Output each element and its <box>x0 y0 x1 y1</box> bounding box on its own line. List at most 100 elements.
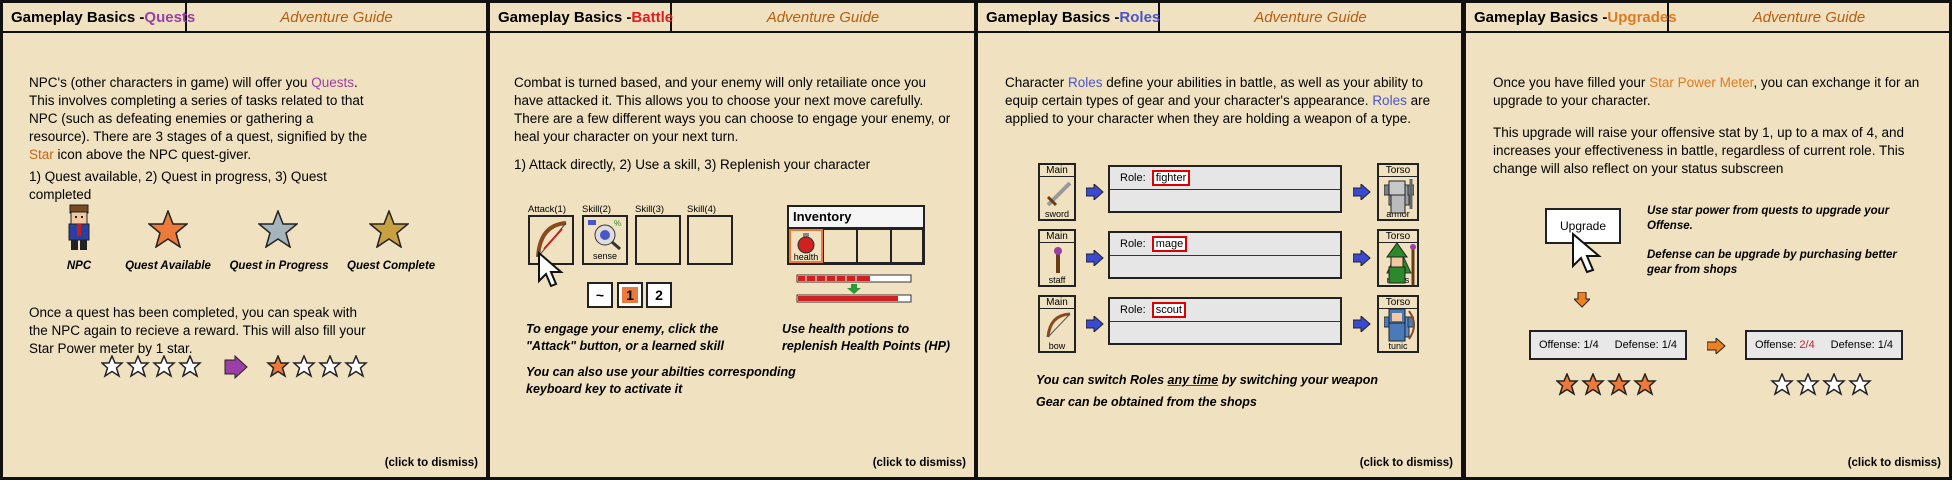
title-topic: Roles <box>1119 8 1161 26</box>
quest-reward-text: Once a quest has been completed, you can… <box>29 305 366 356</box>
skill-label: Skill(4) <box>687 204 717 215</box>
upgrade-button[interactable]: Upgrade <box>1545 208 1621 244</box>
panel-title: Gameplay Basics - Upgrades <box>1466 3 1677 31</box>
role-name: mage <box>1151 236 1188 252</box>
full-star-meter <box>1556 373 1657 396</box>
role-box: Role: mage <box>1108 231 1342 279</box>
panel-title: Gameplay Basics - Roles <box>978 3 1160 31</box>
armor-label: armor <box>1386 209 1410 219</box>
scout-sprite <box>1388 308 1415 342</box>
dismiss-button[interactable]: (click to dismiss) <box>872 457 966 469</box>
main-weapon-slot: Main bow <box>1038 295 1076 353</box>
weapon-label: sword <box>1044 209 1069 219</box>
weapon-label: bow <box>1048 341 1066 351</box>
title-prefix: Gameplay Basics - <box>986 8 1120 26</box>
staff-icon <box>1054 247 1062 273</box>
intro-text: . This involves completing a series of t… <box>29 75 368 144</box>
upgrades-intro: Once you have filled your Star Power Met… <box>1493 74 1938 110</box>
intro-text: Character <box>1005 75 1069 90</box>
key-1: 1 <box>617 282 643 308</box>
torso-label: Torso <box>1379 165 1417 177</box>
panel-title: Gameplay Basics - Battle <box>490 3 673 31</box>
defense-value: 1/4 <box>1661 339 1678 351</box>
skill-4-button[interactable] <box>687 215 733 265</box>
roles-keyword: Roles <box>1068 75 1103 90</box>
attack-button[interactable] <box>528 215 574 265</box>
health-potion-slot[interactable]: health <box>789 229 823 263</box>
panel-quests[interactable]: Gameplay Basics - Quests Adventure Guide… <box>0 0 489 480</box>
star-in-progress-icon <box>258 210 298 248</box>
inventory-slot[interactable] <box>857 229 891 263</box>
skill-label: Skill(2) <box>582 204 612 215</box>
offense-value: 2/4 <box>1799 339 1815 351</box>
adventure-guide-label: Adventure Guide <box>1254 8 1367 26</box>
intro-text: are applied to your character when they … <box>1005 93 1431 126</box>
stats-after: Offense: 2/4 Defense: 1/4 <box>1745 330 1903 360</box>
role-line: Role:scout <box>1110 299 1340 322</box>
cursor-icon <box>1572 232 1602 274</box>
star-meter-comparison <box>1556 373 1872 396</box>
key-2: 2 <box>646 282 672 308</box>
intro-text: define your abilities in battle, as well… <box>1005 75 1423 108</box>
note-text: You can switch Roles <box>1036 373 1168 387</box>
dismiss-button[interactable]: (click to dismiss) <box>384 457 478 469</box>
offense-note: Use star power from quests to upgrade yo… <box>1647 205 1890 232</box>
panel-upgrades[interactable]: Gameplay Basics - Upgrades Adventure Gui… <box>1463 0 1952 480</box>
main-label: Main <box>1040 297 1074 309</box>
inventory-slot[interactable] <box>823 229 857 263</box>
role-label: Role: <box>1120 172 1146 184</box>
health-label: health <box>793 252 819 262</box>
intro-text: , you can exchange it for an upgrade to … <box>1493 75 1920 108</box>
star-power-keyword: Star Power Meter <box>1649 75 1754 90</box>
bow-icon <box>1046 312 1071 338</box>
skill-2-button[interactable]: % sense <box>582 215 628 265</box>
intro-text: Once you have filled your <box>1493 75 1650 90</box>
arrow-icon <box>1086 250 1104 266</box>
main-label: Main <box>1040 231 1074 243</box>
inventory-slot[interactable] <box>891 229 923 263</box>
title-prefix: Gameplay Basics - <box>498 8 632 26</box>
offense-label: Offense: <box>1538 339 1581 351</box>
skill-label: Attack(1) <box>528 204 567 215</box>
role-box: Role:scout <box>1108 297 1342 345</box>
torso-label: Torso <box>1379 231 1417 243</box>
offense-value: 1/4 <box>1583 339 1599 351</box>
any-time-text: any time <box>1167 373 1219 387</box>
down-arrow-icon <box>1574 292 1590 308</box>
panel-roles[interactable]: Gameplay Basics - Roles Adventure Guide … <box>975 0 1464 480</box>
skill-3-button[interactable] <box>635 215 681 265</box>
offense-label: Offense: <box>1754 339 1797 351</box>
panel-header: Gameplay Basics - Quests Adventure Guide <box>3 3 486 33</box>
key-tilde: ~ <box>587 282 613 308</box>
panel-header: Gameplay Basics - Upgrades Adventure Gui… <box>1466 3 1949 33</box>
panel-title: Gameplay Basics - Quests <box>3 3 195 31</box>
role-label: Role: <box>1120 238 1146 250</box>
defense-label: Defense: <box>1830 339 1875 351</box>
gear-note: Gear can be obtained from the shops <box>1036 395 1257 409</box>
main-label: Main <box>1040 165 1074 177</box>
panel-header: Gameplay Basics - Roles Adventure Guide <box>978 3 1461 33</box>
quest-available-label: Quest Available <box>125 260 211 272</box>
title-topic: Quests <box>144 8 196 26</box>
note-text: by switching your weapon <box>1218 373 1378 387</box>
inventory-panel: Inventory health <box>787 205 925 265</box>
potion-icon <box>797 233 815 254</box>
armor-label: tunic <box>1388 341 1408 351</box>
keyboard-note: You can also use your abilties correspon… <box>526 365 796 396</box>
battle-intro: Combat is turned based, and your enemy w… <box>514 75 951 144</box>
quest-stages: 1) Quest available, 2) Quest in progress… <box>29 169 327 202</box>
health-bar-comparison <box>796 274 912 303</box>
sense-label: sense <box>592 251 618 261</box>
dismiss-button[interactable]: (click to dismiss) <box>1359 457 1453 469</box>
title-prefix: Gameplay Basics - <box>11 8 145 26</box>
defense-stat: Defense: 1/4 <box>1615 339 1677 351</box>
arrow-icon <box>1086 316 1104 332</box>
quest-complete-label: Quest Complete <box>347 260 436 272</box>
arrow-icon <box>1353 250 1371 266</box>
dismiss-button[interactable]: (click to dismiss) <box>1847 457 1941 469</box>
roles-keyword: Roles <box>1372 93 1407 108</box>
panel-battle[interactable]: Gameplay Basics - Battle Adventure Guide… <box>487 0 977 480</box>
